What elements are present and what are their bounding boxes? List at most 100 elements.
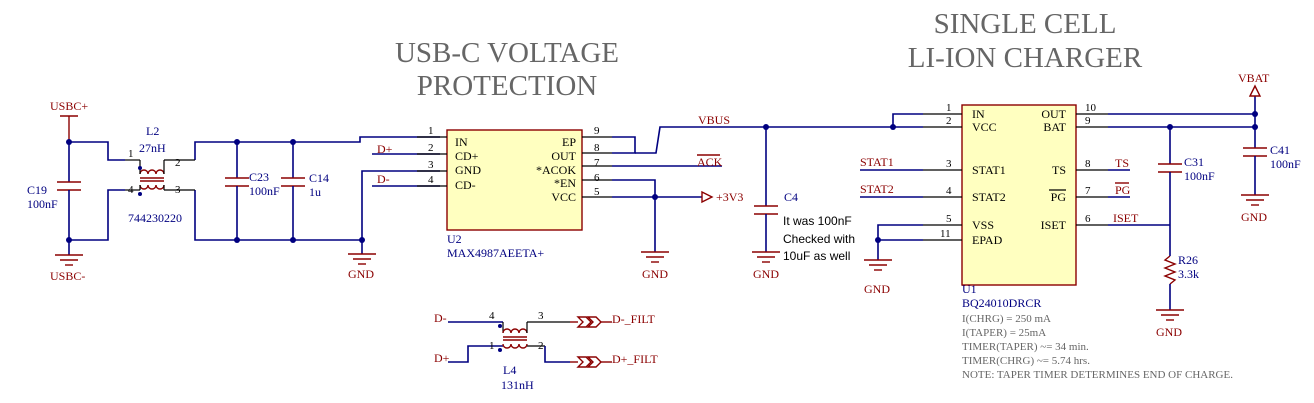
l2-pin-1: 1 [128,148,134,160]
wire-l2-to-u2-in [194,136,440,160]
net-label-d-plus-u2: D+ [377,142,393,156]
net-label-gnd-r26: GND [1156,325,1182,339]
l4-ref: L4 [503,363,516,377]
wire-u2-ep-out [612,136,636,154]
ground-symbol-u2 [348,240,376,265]
net-label-pg: PG [1115,183,1131,197]
net-label-d-minus-u2: D- [377,172,390,186]
net-label-gnd-c41: GND [1241,210,1267,224]
wire-d-plus-in [448,345,503,363]
u2-chip-body [446,129,583,231]
c4-note-line3: 10uF as well [783,249,850,263]
net-label-d-plus-filt: D+_FILT [612,352,658,366]
resistor-r26 [1156,225,1184,321]
u1-pin-name-pg: PG [1051,190,1067,204]
u1-pin-name-iset: ISET [1041,218,1067,232]
net-label-gnd-c4: GND [753,267,779,281]
capacitor-c14 [281,142,305,240]
u1-pin-num-11: 11 [940,228,951,240]
inductor-l4 [498,321,570,352]
wire-usbc-minus-to-l2 [69,189,125,241]
title-usb-protection-line2: PROTECTION [417,70,598,102]
u1-pin-name-vcc: VCC [972,120,997,134]
c31-ref: C31 [1184,155,1204,169]
c14-ref: C14 [309,171,329,185]
c19-ref: C19 [27,183,47,197]
ground-symbol-u2-en [641,251,669,263]
u2-pin-num-7: 7 [594,157,600,169]
u1-pin-num-8: 8 [1085,158,1091,170]
u2-pin-name-vcc: VCC [551,190,576,204]
c41-ref: C41 [1270,143,1290,157]
u2-pin-name-en: *EN [554,176,576,190]
l2-pin-4: 4 [128,184,134,196]
net-label-d-minus-filt: D-_FILT [612,312,656,326]
u1-pin-name-ts: TS [1052,163,1066,177]
u2-pin-name-gnd: GND [455,163,481,177]
net-label-ts: TS [1115,156,1129,170]
title-usb-protection-line1: USB-C VOLTAGE [395,37,619,69]
net-label-gnd-u2: GND [348,267,374,281]
net-label-iset: ISET [1113,211,1139,225]
wire-l2-to-gnd [194,190,362,241]
l2-value: 27nH [139,141,166,155]
u1-chip-body [961,104,1077,286]
u2-pin-num-4: 4 [428,174,434,186]
capacitor-c23 [225,142,249,240]
u2-pin-name-out: OUT [551,149,576,163]
u2-pin-num-2: 2 [428,142,434,154]
l2-pin-2: 2 [175,157,181,169]
wire-d-plus-out [544,346,570,363]
u2-pin-stubs [417,136,612,198]
wire-u1-vss-gnd [877,224,923,260]
usbc-minus-ground [55,240,83,266]
net-label-usbc-minus: USBC- [50,269,85,283]
l4-pin-2: 2 [538,340,544,352]
wire-u2-gnd [361,170,440,240]
capacitor-c4 [752,127,780,263]
u1-pin-num-2: 2 [946,115,952,127]
u1-pin-num-1: 1 [946,102,952,114]
u1-part: BQ24010DRCR [962,296,1041,310]
u1-pin-name-out: OUT [1041,107,1066,121]
u1-pin-stubs [923,113,1108,241]
u1-pin-name-epad: EPAD [972,233,1003,247]
c14-value: 1u [309,185,321,199]
u1-pin-name-stat2: STAT2 [972,190,1006,204]
junction-dot [890,124,896,130]
wire-usbc-plus-to-l2 [69,141,125,161]
l2-pin-3: 3 [175,184,181,196]
off-sheet-connector-d-minus-filt [570,316,612,328]
u1-note-3: TIMER(TAPER) ~= 34 min. [962,341,1089,353]
l2-ref: L2 [146,124,159,138]
power-port-3v3 [701,190,714,204]
u2-part: MAX4987AEETA+ [447,246,544,260]
u1-pin-num-10: 10 [1085,102,1097,114]
r26-value: 3.3k [1178,267,1199,281]
u2-pin-num-8: 8 [594,142,600,154]
usbc-plus-port [60,115,78,142]
net-label-usbc-plus: USBC+ [50,99,88,113]
u1-note-4: TIMER(CHRG) ~= 5.74 hrs. [962,355,1090,367]
u1-pin-num-5: 5 [946,213,952,225]
c19-value: 100nF [27,197,58,211]
net-label-d-plus-l4: D+ [434,351,450,365]
net-label-stat2: STAT2 [860,182,894,196]
capacitor-c41 [1241,147,1269,206]
inductor-l2 [125,159,195,196]
c4-note-line1: It was 100nF [783,214,852,228]
u1-pin-num-6: 6 [1085,213,1091,225]
u2-pin-num-3: 3 [428,159,434,171]
u2-pin-num-1: 1 [428,125,434,137]
c31-value: 100nF [1184,169,1215,183]
u2-pin-name-acok: *ACOK [536,163,576,177]
net-label-ack: ACK [697,155,723,169]
net-label-stat1: STAT1 [860,155,894,169]
wire-vbus [635,126,893,154]
u2-pin-num-9: 9 [594,125,600,137]
u1-note-5: NOTE: TAPER TIMER DETERMINES END OF CHAR… [962,369,1233,381]
u1-pin-num-3: 3 [946,158,952,170]
net-label-gnd-u1: GND [864,282,890,296]
u1-pin-num-4: 4 [946,185,952,197]
capacitor-c31 [1158,127,1182,225]
